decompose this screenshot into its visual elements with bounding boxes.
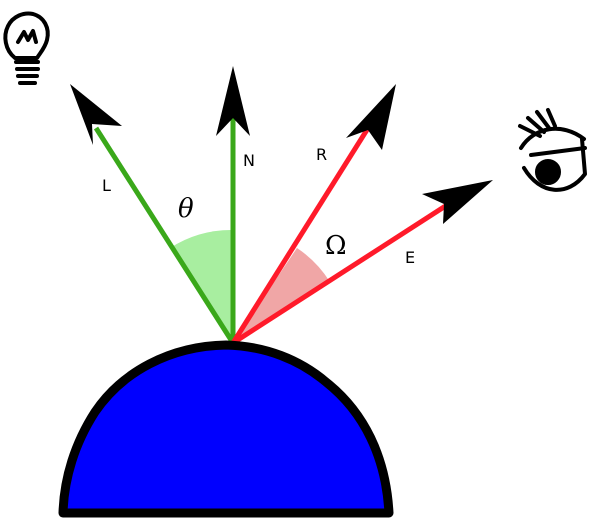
light-vector-label: L bbox=[102, 176, 111, 195]
reflection-vector-label: R bbox=[316, 145, 327, 164]
light-direction-vector bbox=[93, 126, 236, 345]
omega-angle-wedge bbox=[233, 248, 330, 343]
hemisphere-surface bbox=[58, 340, 394, 518]
normal-vector-arrowhead bbox=[216, 66, 250, 136]
theta-angle-label: θ bbox=[178, 194, 194, 224]
reflection-vector bbox=[230, 123, 373, 345]
light-vector-arrowhead bbox=[70, 84, 122, 145]
reflection-vector-arrowhead bbox=[346, 84, 396, 150]
eye-direction-vector bbox=[231, 202, 449, 346]
eye-icon bbox=[518, 108, 587, 192]
eye-vector-label: E bbox=[405, 248, 415, 267]
normal-vector-label: N bbox=[243, 151, 255, 170]
eye-vector-arrowhead bbox=[422, 180, 493, 224]
light-bulb-icon bbox=[3, 11, 50, 85]
omega-angle-label: Ω bbox=[325, 231, 347, 261]
